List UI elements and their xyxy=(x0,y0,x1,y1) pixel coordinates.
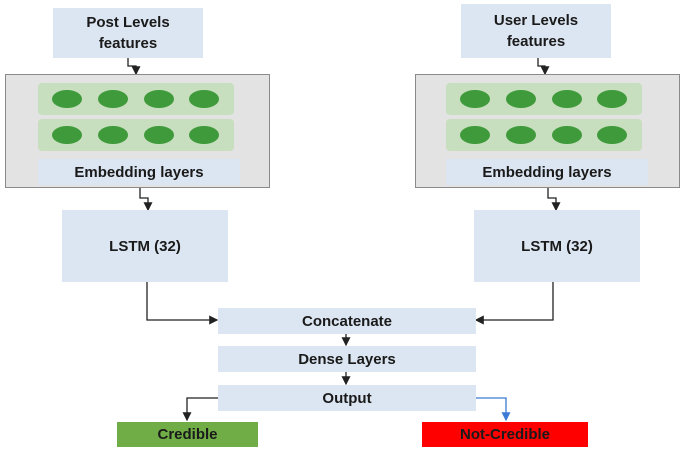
right-embedding-node-row xyxy=(446,119,642,151)
arrow-output-to-credible xyxy=(182,397,218,422)
embedding-node xyxy=(189,126,219,144)
embedding-node xyxy=(144,126,174,144)
credible-label: Credible xyxy=(157,426,218,443)
left-embedding-panel: Embedding layers xyxy=(5,74,270,188)
right-embedding-node-row xyxy=(446,83,642,115)
arrow-output-to-not-credible xyxy=(476,397,511,422)
left-lstm-box: LSTM (32) xyxy=(62,210,228,282)
concatenate-box: Concatenate xyxy=(218,308,476,334)
embedding-node xyxy=(597,90,627,108)
embedding-node xyxy=(597,126,627,144)
post-levels-features-label: Post Levels features xyxy=(86,14,170,52)
embedding-node xyxy=(460,90,490,108)
right-lstm-box: LSTM (32) xyxy=(474,210,640,282)
output-label: Output xyxy=(322,389,372,407)
arrow-user-features-to-embedding xyxy=(537,58,550,76)
arrow-left-embedding-to-lstm xyxy=(139,188,153,212)
embedding-node xyxy=(506,90,536,108)
arrow-left-lstm-to-concatenate xyxy=(146,282,219,325)
embedding-node xyxy=(52,126,82,144)
dense-layers-label: Dense Layers xyxy=(298,350,396,368)
user-levels-features-box: User Levels features xyxy=(461,4,611,58)
left-embedding-node-row xyxy=(38,83,234,115)
user-levels-features-label: User Levels features xyxy=(493,12,579,50)
embedding-node xyxy=(552,126,582,144)
arrow-post-features-to-embedding xyxy=(127,58,141,76)
embedding-node xyxy=(506,126,536,144)
output-box: Output xyxy=(218,385,476,411)
right-embedding-layers-label: Embedding layers xyxy=(482,163,612,181)
embedding-node xyxy=(52,90,82,108)
embedding-node xyxy=(144,90,174,108)
concatenate-label: Concatenate xyxy=(301,312,393,330)
embedding-node xyxy=(98,90,128,108)
not-credible-label: Not-Credible xyxy=(460,426,550,443)
right-embedding-layers-label-box: Embedding layers xyxy=(446,159,648,185)
credible-box: Credible xyxy=(117,422,258,447)
embedding-node xyxy=(460,126,490,144)
left-lstm-label: LSTM (32) xyxy=(109,237,181,255)
arrow-right-embedding-to-lstm xyxy=(547,188,561,212)
left-embedding-node-row xyxy=(38,119,234,151)
dense-layers-box: Dense Layers xyxy=(218,346,476,372)
left-embedding-layers-label-box: Embedding layers xyxy=(38,159,240,185)
arrow-right-lstm-to-concatenate xyxy=(474,282,554,325)
embedding-node xyxy=(552,90,582,108)
post-levels-features-box: Post Levels features xyxy=(53,8,203,58)
embedding-node xyxy=(98,126,128,144)
right-lstm-label: LSTM (32) xyxy=(521,237,593,255)
not-credible-box: Not-Credible xyxy=(422,422,588,447)
embedding-node xyxy=(189,90,219,108)
right-embedding-panel: Embedding layers xyxy=(415,74,680,188)
left-embedding-layers-label: Embedding layers xyxy=(74,163,204,181)
